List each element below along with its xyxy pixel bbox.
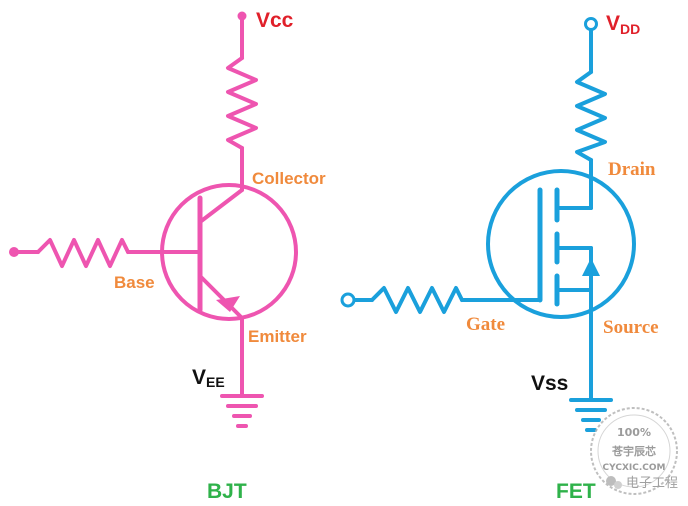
fet-supply-label: VDD — [606, 12, 640, 37]
bjt-circuit — [12, 11, 298, 428]
watermark-caption: 电子工程 — [626, 476, 678, 491]
bjt-base-resistor — [36, 238, 130, 268]
bjt-emitter-arrow — [216, 296, 240, 312]
bjt-title: BJT — [207, 480, 247, 503]
watermark-seal: 100% 苍宇辰芯 CYCXIC.COM — [590, 407, 678, 495]
watermark-name: 苍宇辰芯 — [611, 444, 656, 458]
bjt-emitter-label: Emitter — [248, 327, 307, 346]
bjt-supply-label: Vcc — [256, 9, 294, 32]
fet-drain-resistor — [575, 70, 607, 162]
fet-input-terminal — [340, 292, 356, 308]
bjt-ground-label: VEE — [192, 366, 225, 390]
fet-supply-terminal — [584, 17, 598, 31]
bjt-collector-label: Collector — [252, 169, 326, 188]
fet-ground-label: Vss — [531, 372, 568, 395]
bjt-input-terminal — [9, 247, 19, 257]
fet-source-arrow — [582, 258, 600, 276]
fet-source-label: Source — [603, 317, 659, 338]
bjt-base-label: Base — [114, 273, 155, 292]
fet-circuit — [352, 17, 636, 432]
fet-transistor-body — [486, 169, 636, 319]
wechat-icon — [606, 476, 616, 486]
watermark-percent: 100% — [617, 426, 651, 439]
fet-gate-resistor — [370, 286, 464, 314]
fet-drain-label: Drain — [608, 159, 656, 180]
watermark-site: CYCXIC.COM — [603, 463, 666, 473]
fet-title: FET — [556, 480, 596, 503]
wechat-watermark: 电子工程 — [606, 476, 678, 491]
bjt-collector-resistor — [226, 56, 258, 150]
fet-gate-label: Gate — [466, 314, 505, 335]
